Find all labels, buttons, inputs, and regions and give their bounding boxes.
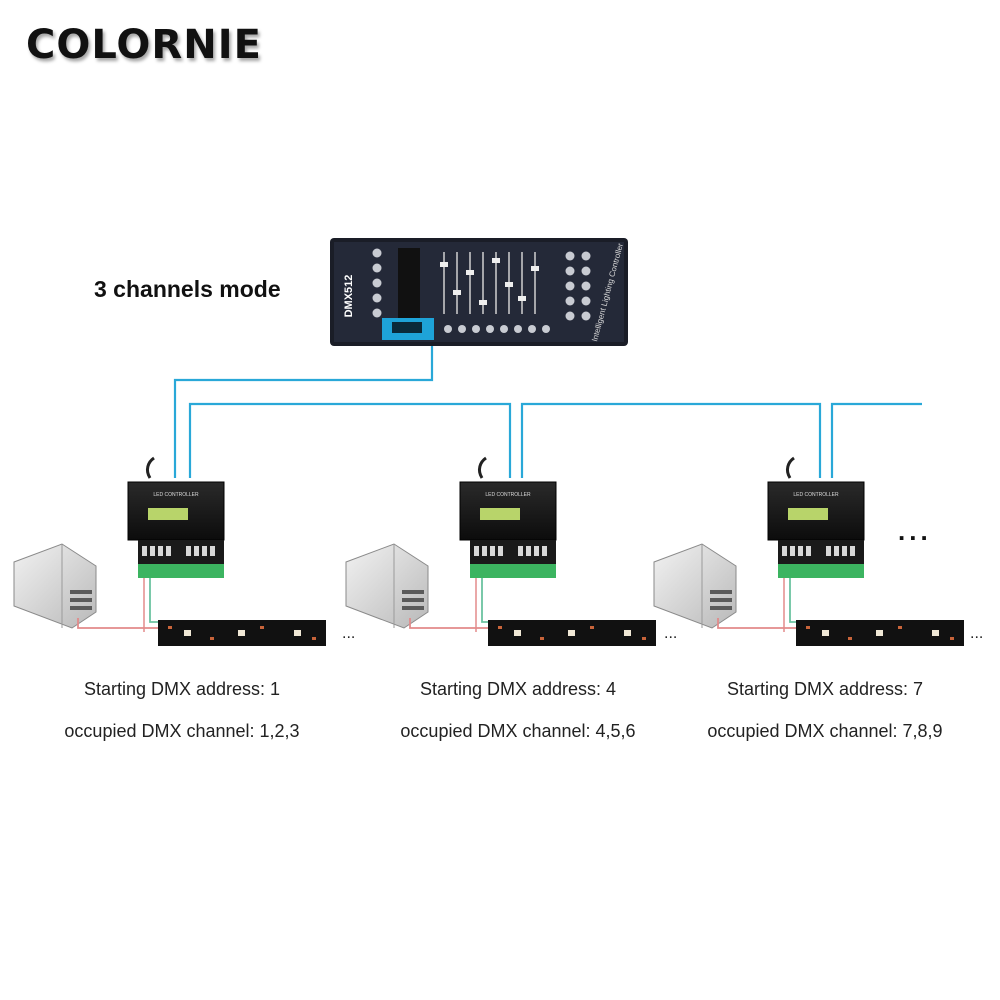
controller-label-2: LED CONTROLLER	[485, 492, 531, 498]
dmx512-console: DMX512 Intelligent Lighting Controller	[330, 238, 628, 346]
unit-1-channels: occupied DMX channel: 1,2,3	[64, 721, 300, 741]
power-supply-2	[345, 543, 429, 629]
dmx-cables	[173, 338, 922, 478]
strip-continuation-1: ...	[342, 625, 355, 642]
brand-logo: COLORNIE	[26, 22, 262, 68]
led-controller-1: LED CONTROLLER	[127, 456, 225, 578]
chain-continuation: ...	[898, 516, 932, 546]
controller-label-3: LED CONTROLLER	[793, 492, 839, 498]
strip-continuation-3: ...	[970, 625, 983, 642]
mode-title: 3 channels mode	[94, 276, 281, 302]
unit-3-channels: occupied DMX channel: 7,8,9	[707, 721, 943, 741]
unit-3-start-address: Starting DMX address: 7	[726, 679, 924, 699]
led-strip-3	[796, 620, 964, 646]
unit-1-start-address: Starting DMX address: 1	[83, 679, 281, 699]
power-supply-3	[653, 543, 737, 629]
led-controller-3: LED CONTROLLER	[767, 456, 865, 578]
power-supply-1	[13, 543, 97, 629]
led-strip-1	[158, 620, 326, 646]
unit-2-start-address: Starting DMX address: 4	[419, 679, 617, 699]
led-strip-2	[488, 620, 656, 646]
controller-label-1: LED CONTROLLER	[153, 492, 199, 498]
strip-continuation-2: ...	[664, 625, 677, 642]
unit-2: LED CONTROLLER ...	[345, 456, 677, 646]
unit-3: LED CONTROLLER ...	[653, 456, 983, 646]
led-controller-2: LED CONTROLLER	[459, 456, 557, 578]
console-model-label: DMX512	[343, 275, 355, 318]
unit-1: LED CONTROLLER ...	[13, 456, 355, 646]
unit-2-channels: occupied DMX channel: 4,5,6	[400, 721, 636, 741]
